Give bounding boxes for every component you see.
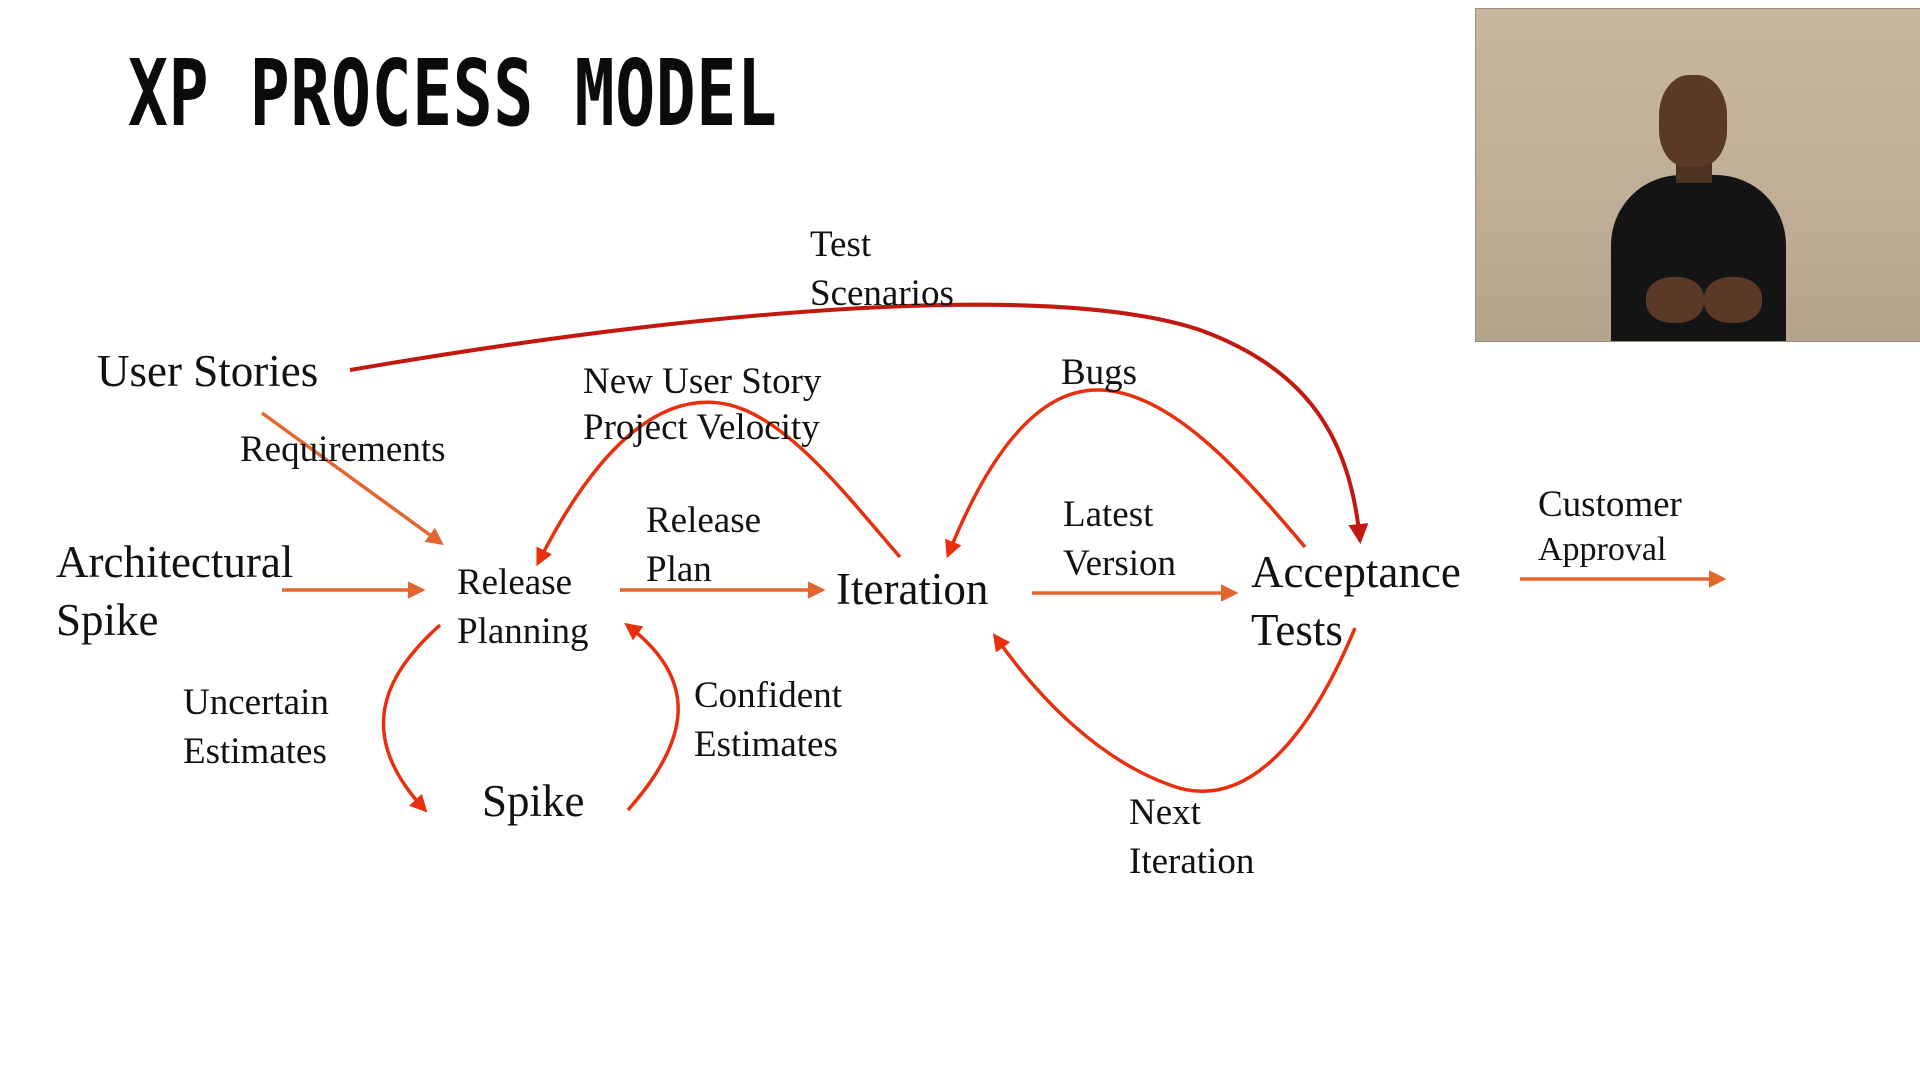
arrow-next-iteration [992, 627, 1357, 793]
label-confident-estimates-line2: Estimates [694, 724, 838, 765]
label-test-scenarios: Test Scenarios [810, 220, 954, 318]
label-latest-version: Latest Version [1063, 490, 1176, 588]
arrow-uncertain-estimates [381, 623, 442, 813]
node-release-planning: Release Planning [457, 558, 589, 656]
presenter-left-hand [1646, 277, 1704, 323]
presenter-head [1659, 75, 1727, 167]
arrow-test-scenarios [349, 302, 1369, 544]
node-architectural-spike-line1: Architectural [56, 537, 294, 587]
arrow-requirements [260, 411, 444, 546]
label-uncertain-estimates-line2: Estimates [183, 731, 327, 772]
label-new-user-story-text: New User Story [583, 361, 822, 402]
presenter-torso [1611, 175, 1786, 341]
arrow-confident-estimates [624, 622, 680, 812]
presenter-video [1475, 8, 1920, 342]
node-iteration: Iteration [836, 564, 989, 614]
label-next-iteration-line2: Iteration [1129, 841, 1255, 882]
node-release-planning-line2: Planning [457, 611, 589, 652]
label-customer-approval-line1: Customer [1538, 484, 1682, 525]
node-spike: Spike [482, 776, 585, 826]
label-next-iteration-line1: Next [1129, 792, 1201, 833]
presenter-right-hand [1704, 277, 1762, 323]
node-acceptance-tests: Acceptance Tests [1251, 543, 1461, 659]
label-customer-approval: Customer Approval [1538, 482, 1682, 572]
label-confident-estimates: Confident Estimates [694, 671, 842, 769]
label-uncertain-estimates: Uncertain Estimates [183, 678, 329, 776]
arrow-project-velocity [536, 400, 902, 567]
label-latest-version-line2: Version [1063, 543, 1177, 584]
label-bugs: Bugs [1061, 352, 1138, 393]
label-customer-approval-line2: Approval [1538, 531, 1667, 568]
label-test-scenarios-line1: Test [810, 224, 872, 265]
node-acceptance-tests-line2: Tests [1251, 605, 1343, 655]
node-user-stories: User Stories [97, 346, 319, 396]
label-new-user-story: New User Story Project Velocity [583, 359, 821, 451]
node-acceptance-tests-line1: Acceptance [1251, 547, 1461, 597]
label-release-plan: Release Plan [646, 496, 761, 594]
label-latest-version-line1: Latest [1063, 494, 1154, 535]
node-architectural-spike: Architectural Spike [56, 533, 293, 649]
label-test-scenarios-line2: Scenarios [810, 273, 954, 314]
label-uncertain-estimates-line1: Uncertain [183, 682, 329, 723]
label-release-plan-line1: Release [646, 500, 762, 541]
label-project-velocity-text: Project Velocity [583, 407, 820, 448]
label-requirements: Requirements [240, 429, 446, 470]
slide-title: XP PROCESS MODEL [128, 40, 778, 147]
label-release-plan-line2: Plan [646, 549, 712, 590]
arrow-bugs [945, 388, 1307, 559]
label-next-iteration: Next Iteration [1129, 788, 1254, 886]
label-confident-estimates-line1: Confident [694, 675, 842, 716]
node-architectural-spike-line2: Spike [56, 595, 159, 645]
node-release-planning-line1: Release [457, 562, 573, 603]
